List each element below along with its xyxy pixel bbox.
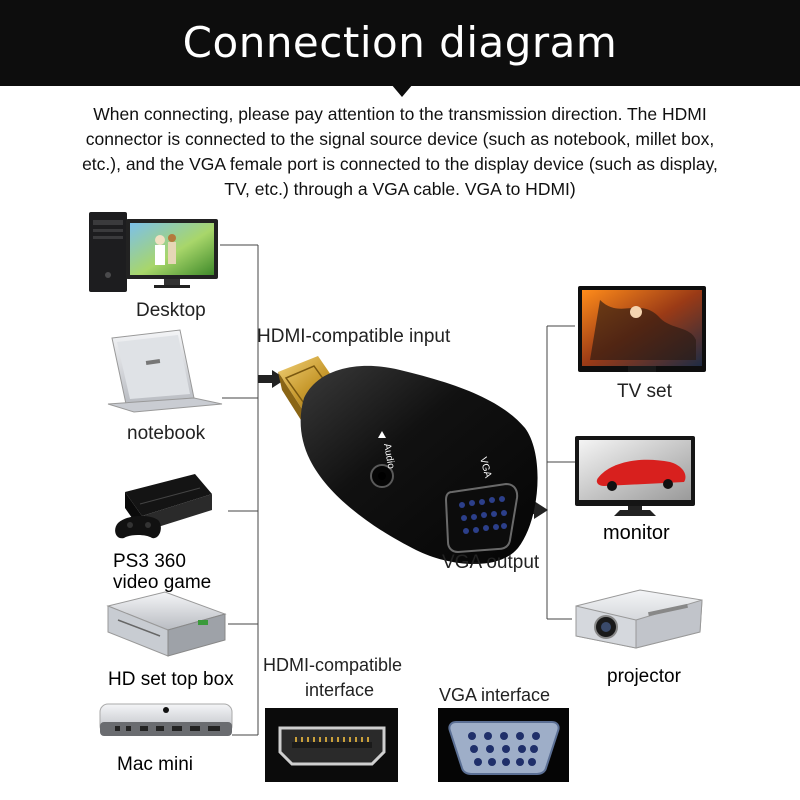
tv-label: TV set	[617, 381, 672, 402]
desktop-label: Desktop	[136, 300, 206, 321]
set-top-box-label: HD set top box	[108, 669, 234, 690]
notebook-label: notebook	[127, 423, 206, 444]
vga-interface-label: VGA interface	[439, 685, 551, 705]
desktop-computer-icon	[89, 212, 218, 292]
mac-mini-label: Mac mini	[117, 754, 194, 775]
display-connector-lines	[546, 325, 575, 620]
set-top-box-icon	[106, 591, 227, 657]
tv-icon	[578, 286, 706, 372]
game-console-icon	[115, 474, 212, 539]
header-notch	[391, 84, 413, 97]
laptop-icon	[107, 329, 223, 413]
monitor-label: monitor	[603, 522, 670, 544]
hdmi-interface-label: HDMI-compatible	[263, 655, 403, 675]
vga-interface-icon	[438, 708, 569, 782]
header-banner	[0, 0, 800, 86]
hdmi-vga-adapter-icon: Audio VGA	[278, 356, 538, 565]
hdmi-input-label: HDMI-compatible input	[257, 326, 451, 347]
intro-paragraph: When connecting, please pay attention to…	[82, 104, 718, 199]
audio-port-label: Audio	[381, 443, 396, 471]
vga-port-label: VGA	[477, 456, 493, 480]
source-connector-lines	[220, 244, 259, 736]
vga-output-label: VGA output	[442, 552, 540, 573]
game-console-label-line2: video game	[113, 572, 212, 593]
input-arrow	[258, 370, 286, 388]
monitor-icon	[575, 436, 695, 516]
mac-mini-icon	[99, 703, 233, 736]
game-console-label: PS3 360	[113, 551, 186, 572]
hdmi-interface-label-line2: interface	[305, 680, 375, 700]
projector-label: projector	[607, 666, 681, 687]
page-title: Connection diagram	[182, 18, 618, 67]
projector-icon	[575, 589, 703, 649]
hdmi-interface-icon	[265, 708, 398, 782]
